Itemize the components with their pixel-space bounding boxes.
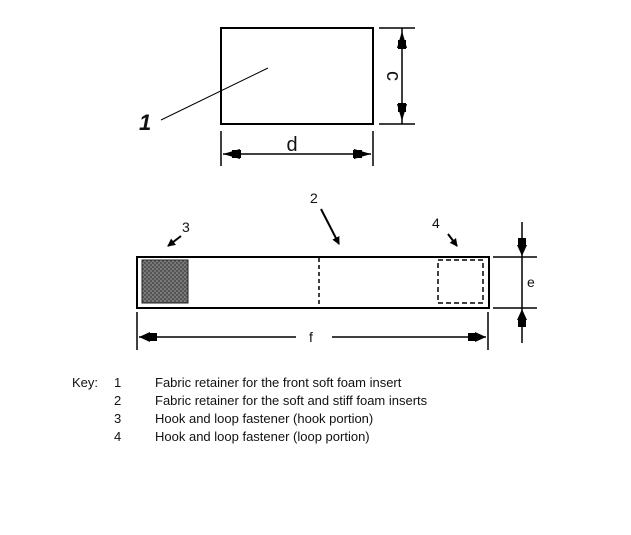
dimension-e: e — [493, 222, 537, 343]
callout-1-label: 1 — [139, 110, 151, 135]
key-item-4-text: Hook and loop fastener (loop portion) — [155, 429, 370, 444]
key-title: Key: — [72, 375, 99, 390]
hook-portion-patch — [141, 259, 189, 304]
key-item-4-num: 4 — [114, 429, 122, 444]
strip-retainer-rect — [136, 256, 490, 309]
key-item-3-text: Hook and loop fastener (hook portion) — [155, 411, 374, 426]
key-item-1-num: 1 — [114, 375, 122, 390]
callout-3-arrow — [167, 235, 182, 247]
callout-4-label: 4 — [432, 215, 440, 231]
dimension-c-label: c — [382, 71, 404, 81]
dimension-f-label: f — [309, 329, 313, 345]
callout-2-label: 2 — [310, 190, 318, 206]
dimension-c: c — [379, 27, 415, 125]
loop-portion-patch — [437, 259, 484, 304]
callout-3-label: 3 — [182, 219, 190, 235]
key-item-2-num: 2 — [114, 393, 122, 408]
key-item-2-text: Fabric retainer for the soft and stiff f… — [155, 393, 428, 408]
dimension-f: f — [136, 312, 489, 350]
callout-1-leader — [160, 67, 269, 121]
callout-2-arrow — [320, 208, 340, 245]
key-item-1-text: Fabric retainer for the front soft foam … — [155, 375, 402, 390]
front-retainer-rect — [220, 27, 374, 125]
key-item-3-num: 3 — [114, 411, 122, 426]
dimension-d-label: d — [286, 134, 297, 156]
callout-4-arrow — [447, 233, 458, 247]
dimension-d: d — [220, 131, 374, 166]
dimension-e-label: e — [527, 274, 535, 290]
